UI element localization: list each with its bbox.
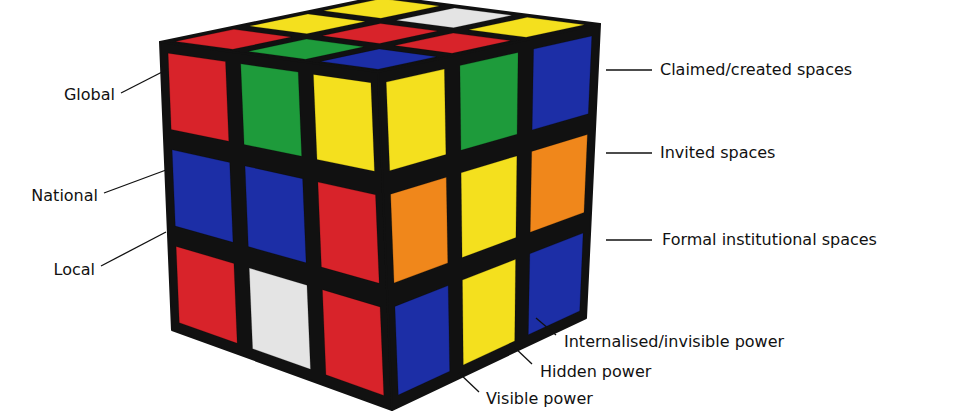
cube-sticker (532, 36, 592, 130)
dimension-label: Local (54, 260, 95, 280)
cube-face-base (378, 24, 600, 410)
label-slot: Local (54, 260, 95, 280)
leader-line (606, 239, 652, 240)
cube-sticker (172, 150, 233, 243)
cube-sticker (322, 290, 383, 396)
leader-line (536, 318, 556, 335)
leader-line (121, 70, 166, 93)
cube-sticker (168, 53, 229, 141)
cube-face (160, 42, 392, 410)
label-slot: Internalised/invisible power (564, 332, 784, 352)
cube-sticker (386, 69, 446, 171)
dimension-label: Formal institutional spaces (662, 230, 877, 250)
cube-sticker (176, 246, 237, 343)
dimension-label: Claimed/created spaces (660, 60, 852, 80)
cube-sticker (318, 182, 379, 283)
cube-sticker (245, 166, 306, 263)
dimension-label: Global (64, 85, 115, 105)
label-slot: Formal institutional spaces (662, 230, 877, 250)
label-slot: National (31, 186, 98, 206)
cube-face-base (160, 42, 392, 410)
dimension-label: Hidden power (540, 362, 651, 382)
cube-sticker (530, 135, 587, 233)
leader-line (513, 346, 532, 364)
cube-sticker (249, 268, 310, 369)
cube-sticker (461, 156, 517, 258)
cube-sticker (395, 286, 450, 395)
rubiks-cube (160, 0, 600, 410)
cube-sticker (313, 74, 374, 171)
label-slot: Hidden power (540, 362, 651, 382)
label-slot: Claimed/created spaces (660, 60, 852, 80)
leader-line (104, 170, 166, 193)
leader-line (459, 373, 479, 392)
label-slot: Visible power (486, 389, 593, 409)
label-slot: Global (64, 85, 115, 105)
leader-line (606, 69, 652, 70)
cube-sticker (460, 53, 518, 151)
dimension-label: Visible power (486, 389, 593, 409)
cube-sticker (241, 64, 302, 157)
cube-sticker (391, 177, 448, 283)
leader-line (101, 232, 166, 266)
label-slot: Invited spaces (660, 143, 775, 163)
dimension-label: National (31, 186, 98, 206)
cube-sticker (462, 259, 515, 365)
cube-face (378, 24, 600, 410)
dimension-label: Invited spaces (660, 143, 775, 163)
dimension-label: Internalised/invisible power (564, 332, 784, 352)
leader-line (606, 152, 652, 153)
cube-sticker (528, 233, 583, 335)
